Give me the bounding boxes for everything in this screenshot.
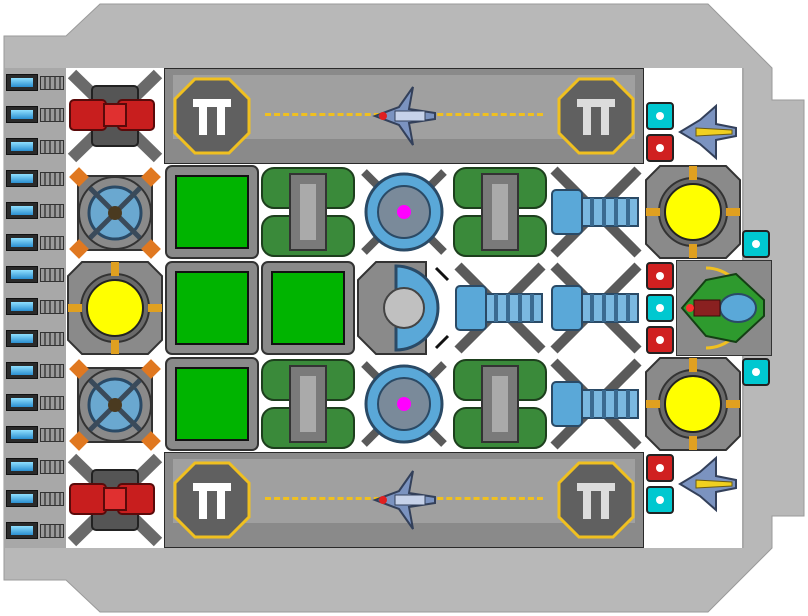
battery-connector (40, 140, 64, 154)
landing-pad-icon (557, 77, 635, 155)
battery-icon[interactable] (4, 164, 66, 194)
cargo-crate-icon[interactable] (164, 356, 260, 452)
pod-light (656, 304, 664, 312)
pod-light (752, 368, 760, 376)
battery-cell (6, 330, 38, 347)
battery-icon[interactable] (4, 420, 66, 450)
crew-pod-icon[interactable] (742, 230, 770, 258)
crew-pod-icon[interactable] (646, 294, 674, 322)
ammo-pod-icon[interactable] (646, 134, 674, 162)
battery-cell (6, 490, 38, 507)
crew-pod-icon[interactable] (646, 102, 674, 130)
reactor-icon[interactable] (66, 260, 164, 356)
yellow-fighter-icon[interactable] (676, 102, 740, 162)
cargo-crate-icon[interactable] (260, 260, 356, 356)
battery-icon[interactable] (4, 388, 66, 418)
hangar-bay-icon[interactable] (164, 452, 644, 548)
battery-connector (40, 300, 64, 314)
battery-icon[interactable] (4, 196, 66, 226)
pod-light (656, 144, 664, 152)
battery-connector (40, 268, 64, 282)
battery-connector (40, 236, 64, 250)
battery-cell (6, 458, 38, 475)
battery-icon[interactable] (4, 324, 66, 354)
battery-connector (40, 460, 64, 474)
battery-icon[interactable] (4, 100, 66, 130)
pod-light (656, 336, 664, 344)
reactor-icon[interactable] (644, 356, 742, 452)
battery-icon[interactable] (4, 132, 66, 162)
reactor-icon[interactable] (644, 164, 742, 260)
battery-connector (40, 204, 64, 218)
blue-thruster-icon[interactable] (548, 260, 644, 356)
battery-connector (40, 108, 64, 122)
battery-connector (40, 332, 64, 346)
red-cannon-icon[interactable] (66, 452, 164, 548)
crew-pod-icon[interactable] (742, 358, 770, 386)
battery-icon[interactable] (4, 484, 66, 514)
ammo-pod-icon[interactable] (646, 262, 674, 290)
battery-icon[interactable] (4, 260, 66, 290)
battery-icon[interactable] (4, 452, 66, 482)
battery-cell (6, 170, 38, 187)
hangar-bay-icon[interactable] (164, 68, 644, 164)
battery-cell (6, 74, 38, 91)
landing-pad-icon (173, 461, 251, 539)
battery-cell (6, 234, 38, 251)
battery-connector (40, 524, 64, 538)
shield-generator-icon[interactable] (68, 166, 162, 260)
battery-icon[interactable] (4, 356, 66, 386)
green-flagship-icon[interactable] (676, 260, 772, 356)
battery-cell (6, 426, 38, 443)
battery-connector (40, 76, 64, 90)
battery-icon[interactable] (4, 516, 66, 546)
command-bridge-icon[interactable] (356, 260, 452, 356)
blue-thruster-icon[interactable] (548, 164, 644, 260)
fuel-tank-icon[interactable] (452, 356, 548, 452)
landing-pad-icon (557, 461, 635, 539)
blue-thruster-icon[interactable] (548, 356, 644, 452)
crew-pod-icon[interactable] (646, 486, 674, 514)
pod-light (656, 496, 664, 504)
interceptor-fighter-icon[interactable] (369, 467, 441, 533)
interceptor-fighter-icon[interactable] (369, 83, 441, 149)
landing-pad-icon (173, 77, 251, 155)
yellow-fighter-icon[interactable] (676, 454, 740, 514)
battery-cell (6, 522, 38, 539)
fuel-tank-icon[interactable] (452, 164, 548, 260)
red-cannon-icon[interactable] (66, 68, 164, 164)
turbine-icon[interactable] (356, 356, 452, 452)
battery-icon[interactable] (4, 292, 66, 322)
pod-light (752, 240, 760, 248)
battery-icon[interactable] (4, 68, 66, 98)
battery-cell (6, 106, 38, 123)
turbine-icon[interactable] (356, 164, 452, 260)
ammo-pod-icon[interactable] (646, 326, 674, 354)
battery-icon[interactable] (4, 228, 66, 258)
blue-thruster-icon[interactable] (452, 260, 548, 356)
battery-cell (6, 298, 38, 315)
battery-cell (6, 266, 38, 283)
fuel-tank-icon[interactable] (260, 164, 356, 260)
battery-connector (40, 492, 64, 506)
pod-light (656, 272, 664, 280)
battery-connector (40, 364, 64, 378)
battery-cell (6, 202, 38, 219)
battery-connector (40, 396, 64, 410)
cargo-crate-icon[interactable] (164, 260, 260, 356)
shield-generator-icon[interactable] (68, 358, 162, 452)
battery-cell (6, 138, 38, 155)
pod-light (656, 464, 664, 472)
battery-connector (40, 428, 64, 442)
battery-cell (6, 394, 38, 411)
fuel-tank-icon[interactable] (260, 356, 356, 452)
cargo-crate-icon[interactable] (164, 164, 260, 260)
ammo-pod-icon[interactable] (646, 454, 674, 482)
pod-light (656, 112, 664, 120)
battery-connector (40, 172, 64, 186)
battery-cell (6, 362, 38, 379)
